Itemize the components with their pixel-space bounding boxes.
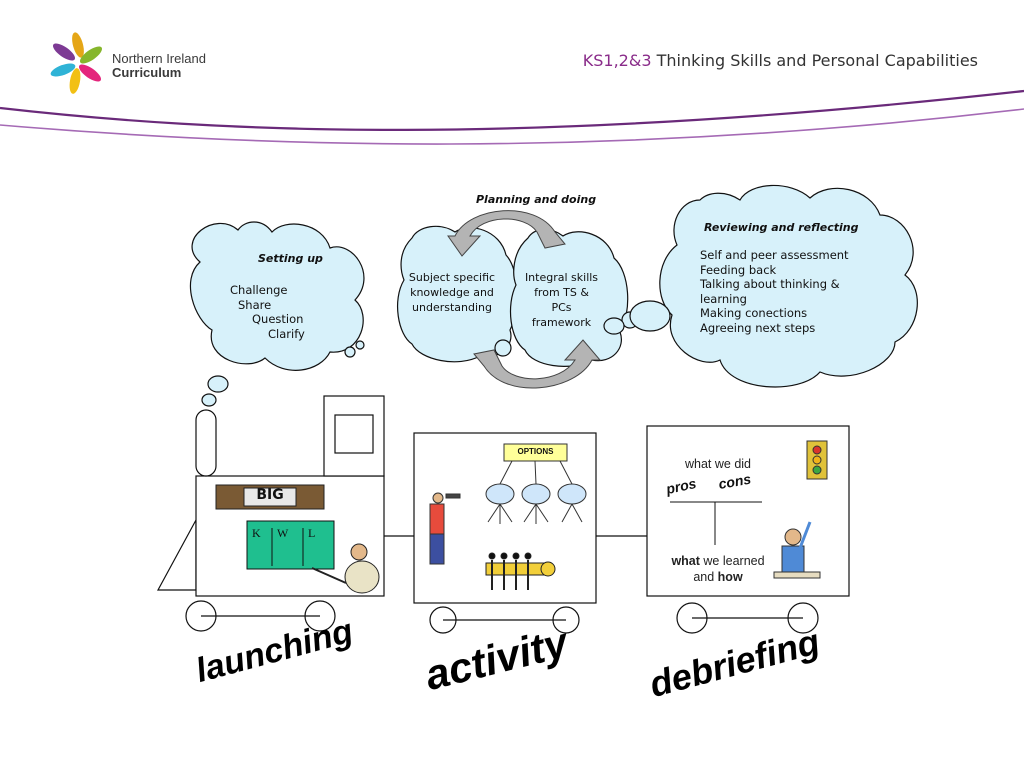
activity-carriage [413, 432, 647, 634]
pros-cons-chart [670, 501, 762, 545]
engine [156, 395, 414, 632]
traffic-light-icon [806, 440, 828, 480]
page-title: KS1,2&3 Thinking Skills and Personal Cap… [583, 51, 978, 70]
options-flowchart [485, 443, 587, 524]
learned-line1: we learned [699, 554, 765, 568]
setting-up-item: Clarify [268, 326, 305, 341]
setting-up-item: Question [252, 312, 304, 326]
reviewing-title: Reviewing and reflecting [704, 221, 859, 234]
reviewing-item: Self and peer assessment [700, 248, 849, 262]
figure-with-telescope-icon [429, 492, 461, 565]
learned-bold-how: how [717, 570, 743, 584]
reviewing-item: Agreeing next steps [700, 320, 816, 335]
setting-up-item: Challenge [230, 283, 288, 297]
setting-up-list: Challenge Share Question Clarify [230, 283, 305, 341]
big-sign-text: BIG [256, 487, 284, 503]
cloud-reviewing [603, 184, 918, 388]
reviewing-list: Self and peer assessment Feeding back Ta… [700, 248, 860, 335]
title-rest: Thinking Skills and Personal Capabilitie… [651, 51, 978, 70]
curriculum-logo-icon [50, 32, 103, 94]
learned-bold-what: what [671, 554, 700, 568]
kwl-l: L [308, 526, 316, 540]
cloud-planning-right [494, 228, 639, 367]
setting-up-title: Setting up [258, 252, 323, 265]
cloud-setting-up [189, 221, 365, 407]
reviewing-item: Feeding back [700, 262, 777, 277]
kwl-chart [246, 520, 335, 570]
student-raising-hand-icon [773, 521, 821, 579]
logo-line-2: Curriculum [112, 65, 182, 80]
what-we-learned-text: what we learned and how [664, 553, 772, 585]
what-we-did-text: what we did [684, 457, 751, 471]
big-picture-sign [215, 484, 325, 510]
planning-left-text: Subject specific knowledge and understan… [408, 271, 496, 314]
options-label: OPTIONS [517, 447, 554, 456]
logo-line-1: Northern Ireland [112, 51, 206, 66]
logo-text: Northern Ireland Curriculum [112, 52, 206, 80]
teacher-icon [311, 543, 380, 594]
learned-line2: and [693, 570, 718, 584]
planning-right-text: Integral skills from TS & PCs framework [524, 271, 599, 329]
planning-title: Planning and doing [476, 193, 597, 206]
header-swoosh [0, 89, 1024, 145]
kwl-k: K [252, 526, 261, 540]
title-accent: KS1,2&3 [582, 51, 652, 70]
reviewing-item: Making conections [700, 306, 808, 320]
setting-up-item: Share [238, 297, 272, 312]
cycle-arrows [447, 210, 602, 389]
kwl-w: W [277, 526, 289, 540]
team-with-key-icon [485, 552, 556, 590]
reviewing-item: Talking about thinking & learning [700, 277, 840, 306]
